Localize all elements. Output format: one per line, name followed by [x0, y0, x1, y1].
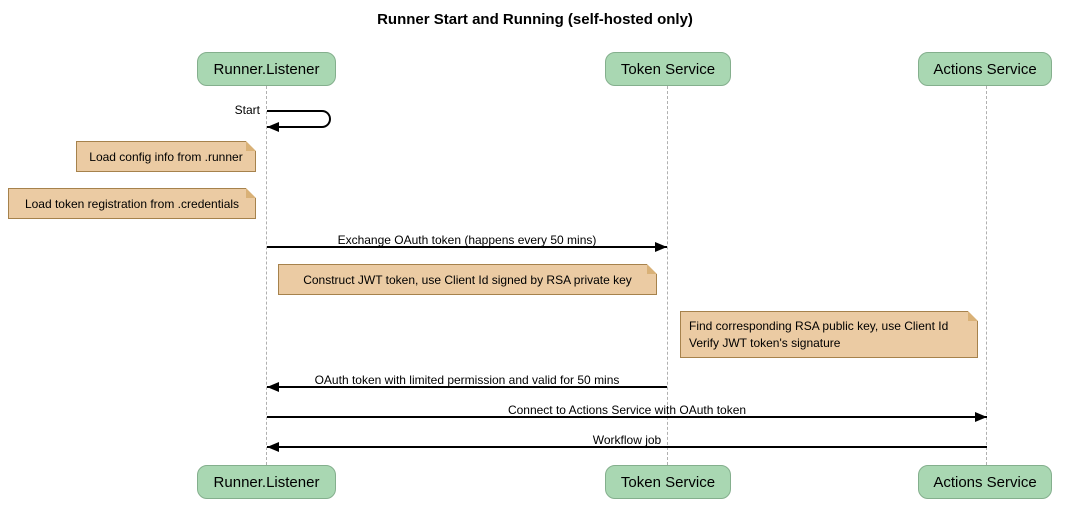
- message-start-label: Start: [234, 103, 260, 117]
- lifeline-runner-listener: [266, 86, 267, 465]
- message-oauth-token-arrowhead-icon: [267, 382, 279, 392]
- lifeline-token-service: [667, 86, 668, 465]
- message-start-self-loop: [267, 110, 331, 128]
- message-connect-actions-line: [267, 416, 987, 418]
- note-verify-jwt-line2: Verify JWT token's signature: [689, 335, 841, 350]
- participant-actions-service-top: Actions Service: [918, 52, 1052, 86]
- message-exchange-oauth-line: [267, 246, 667, 248]
- note-verify-jwt-line1: Find corresponding RSA public key, use C…: [689, 318, 949, 333]
- participant-runner-listener-bottom: Runner.Listener: [197, 465, 336, 499]
- message-exchange-oauth-label: Exchange OAuth token (happens every 50 m…: [337, 233, 597, 247]
- note-construct-jwt: Construct JWT token, use Client Id signe…: [278, 264, 657, 295]
- lifeline-actions-service: [986, 86, 987, 465]
- message-exchange-oauth-arrowhead-icon: [655, 242, 667, 252]
- message-connect-actions-arrowhead-icon: [975, 412, 987, 422]
- note-load-token-registration: Load token registration from .credential…: [8, 188, 256, 219]
- message-connect-actions-label: Connect to Actions Service with OAuth to…: [507, 403, 747, 417]
- message-workflow-job-arrowhead-icon: [267, 442, 279, 452]
- message-start-arrowhead-icon: [267, 122, 279, 132]
- message-oauth-token-label: OAuth token with limited permission and …: [314, 373, 620, 387]
- participant-token-service-top: Token Service: [605, 52, 731, 86]
- message-workflow-job-label: Workflow job: [592, 433, 662, 447]
- participant-runner-listener-top: Runner.Listener: [197, 52, 336, 86]
- participant-actions-service-bottom: Actions Service: [918, 465, 1052, 499]
- message-workflow-job-line: [267, 446, 987, 448]
- note-load-config: Load config info from .runner: [76, 141, 256, 172]
- message-oauth-token-line: [267, 386, 667, 388]
- note-verify-jwt: Find corresponding RSA public key, use C…: [680, 311, 978, 358]
- participant-token-service-bottom: Token Service: [605, 465, 731, 499]
- diagram-title: Runner Start and Running (self-hosted on…: [377, 11, 693, 28]
